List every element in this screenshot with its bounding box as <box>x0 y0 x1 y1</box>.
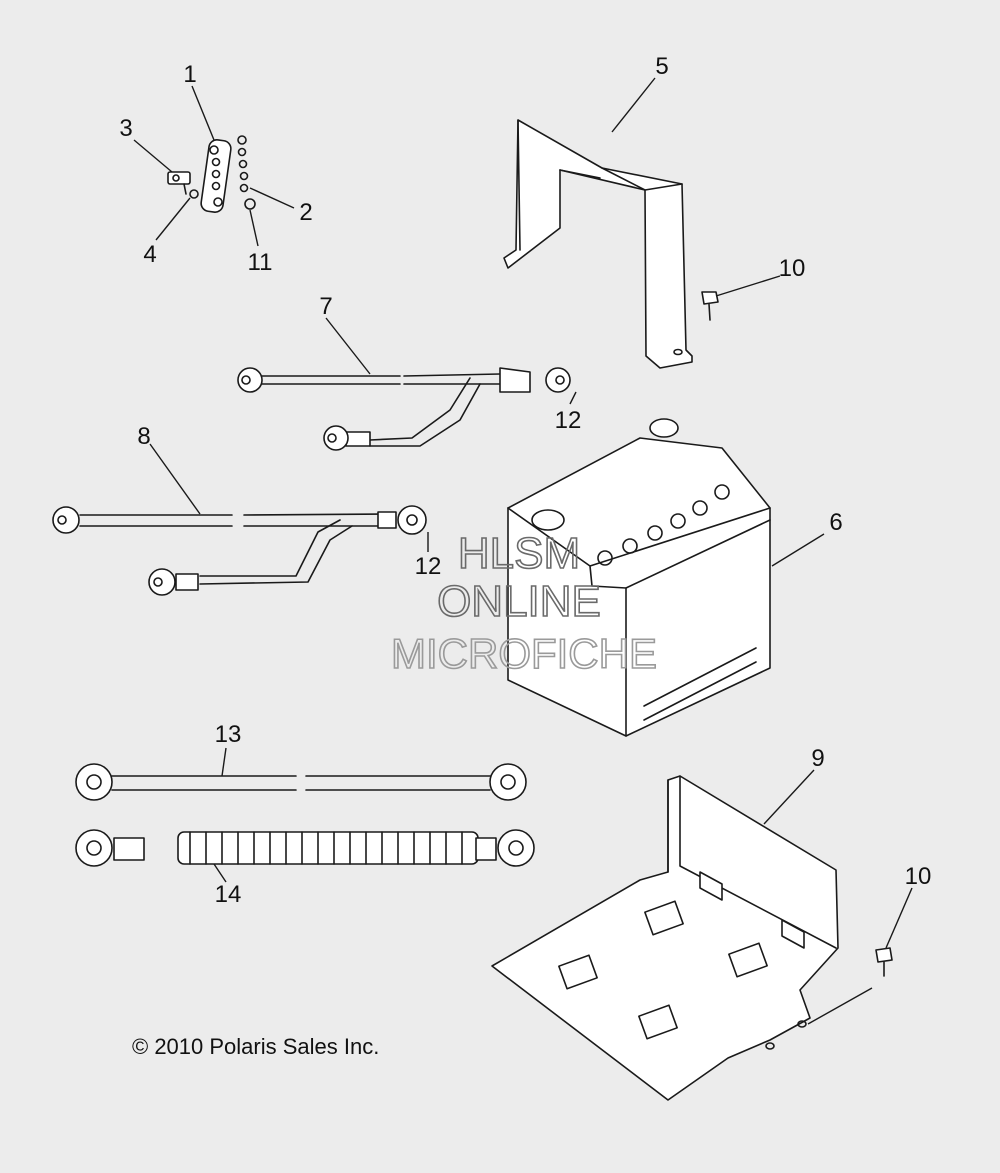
callout-1: 1 <box>183 61 196 88</box>
callout-11: 11 <box>248 249 273 276</box>
callout-12-lower: 12 <box>415 553 442 580</box>
watermark-line-3: MICROFICHE <box>391 630 657 677</box>
copyright-text: © 2010 Polaris Sales Inc. <box>132 1034 379 1059</box>
cable-harness-7 <box>237 367 571 451</box>
callout-10-upper: 10 <box>779 255 806 282</box>
watermark-line-1: HLSM <box>458 529 580 578</box>
callout-7: 7 <box>319 293 332 320</box>
callout-4: 4 <box>143 241 156 268</box>
callout-10-lower: 10 <box>905 863 932 890</box>
leader-lines <box>133 77 913 1025</box>
ground-cable-13 <box>75 763 527 801</box>
callout-2: 2 <box>299 199 312 226</box>
cable-harness-8 <box>52 505 427 596</box>
terminal-block-assembly <box>167 135 256 213</box>
battery-tray <box>491 775 839 1101</box>
callout-9: 9 <box>811 745 824 772</box>
battery <box>507 418 771 737</box>
callout-6: 6 <box>829 509 842 536</box>
callout-3: 3 <box>119 115 132 142</box>
callout-14: 14 <box>215 881 242 908</box>
bolt-lower <box>875 947 893 977</box>
callout-12-upper: 12 <box>555 407 582 434</box>
callout-8: 8 <box>137 423 150 450</box>
battery-hold-down-bracket <box>503 119 693 369</box>
watermark-line-2: ONLINE <box>437 577 601 626</box>
cable-14 <box>75 829 535 867</box>
bolt-upper <box>701 291 719 321</box>
callout-13: 13 <box>215 721 242 748</box>
callout-5: 5 <box>655 53 668 80</box>
